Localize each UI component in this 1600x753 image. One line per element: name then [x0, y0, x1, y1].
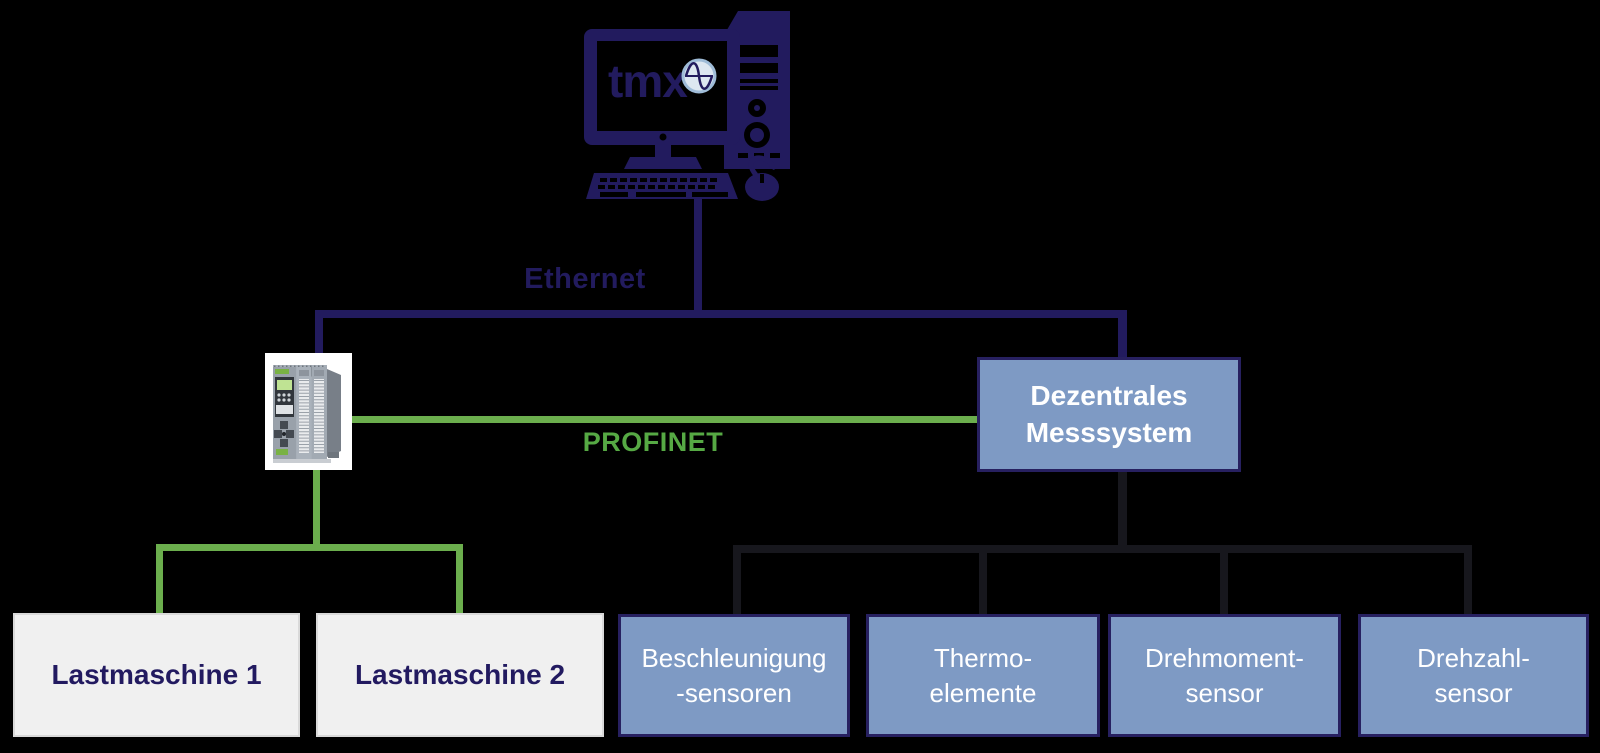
messsystem-drop-sensor2-line — [979, 545, 987, 615]
messsystem-drop-sensor1-line — [733, 545, 741, 615]
plc-branch-stem-line — [313, 468, 320, 551]
profinet-label: PROFINET — [582, 427, 724, 457]
node-label: Beschleunigung -sensoren — [641, 643, 827, 708]
plc-controller — [265, 353, 352, 470]
node-label: Lastmaschine 2 — [354, 658, 566, 690]
plc-drop-machine2-line — [456, 544, 463, 614]
node-label: Dezentrales Messsystem — [1025, 379, 1193, 448]
ethernet-bus-line — [315, 310, 1127, 318]
plc-device-photo — [265, 353, 352, 470]
ethernet-drop-messsystem-line — [1118, 310, 1127, 360]
ethernet-drop-plc-line — [315, 310, 323, 358]
plc-drop-machine1-line — [156, 544, 163, 614]
node-drehmomentsensor: Drehmoment- sensor — [1108, 614, 1341, 737]
node-dezentrales-messsystem: Dezentrales Messsystem — [977, 357, 1241, 472]
ethernet-label: Ethernet — [524, 263, 646, 295]
messsystem-branch-stem-line — [1118, 472, 1127, 553]
node-beschleunigungssensoren: Beschleunigung -sensoren — [618, 614, 850, 737]
sine-wave-circle-icon — [681, 58, 717, 94]
node-lastmaschine-1: Lastmaschine 1 — [13, 613, 300, 737]
plc-branch-bus-line — [156, 544, 463, 551]
node-label: Lastmaschine 1 — [51, 658, 262, 690]
node-thermoelemente: Thermo- elemente — [866, 614, 1100, 737]
node-label: Drehmoment- sensor — [1145, 643, 1304, 708]
ethernet-pc-stem-line — [694, 198, 702, 312]
node-lastmaschine-2: Lastmaschine 2 — [316, 613, 604, 737]
desktop-computer-icon: tmx — [584, 11, 790, 201]
node-label: Thermo- elemente — [929, 643, 1037, 708]
profinet-line — [348, 416, 978, 423]
messsystem-drop-sensor3-line — [1220, 545, 1228, 615]
node-drehzahlsensor: Drehzahl- sensor — [1358, 614, 1589, 737]
engineering-pc: tmx — [566, 5, 798, 201]
messsystem-drop-sensor4-line — [1464, 545, 1472, 615]
messsystem-branch-bus-line — [733, 545, 1472, 553]
node-label: Drehzahl- sensor — [1417, 643, 1530, 708]
tmx-logo-text: tmx — [608, 55, 688, 107]
